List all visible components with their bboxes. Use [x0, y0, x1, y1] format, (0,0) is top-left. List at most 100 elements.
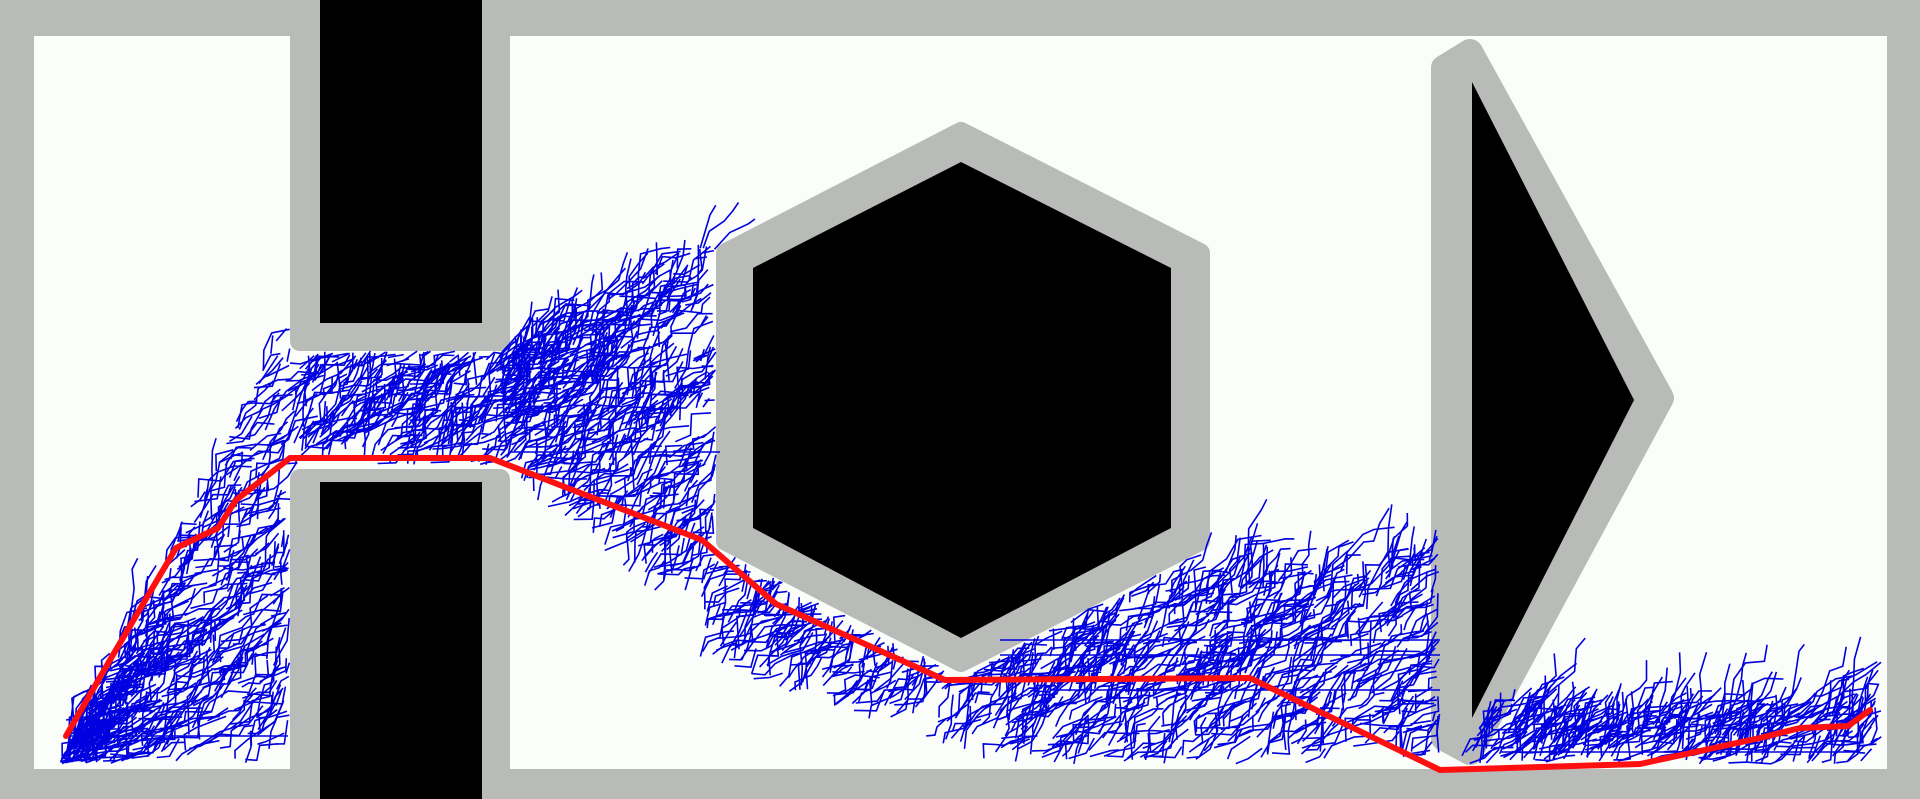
- tree-edge: [1821, 737, 1834, 764]
- tree-edge: [1409, 568, 1436, 601]
- tree-edge: [401, 350, 418, 363]
- tree-edge: [1599, 730, 1624, 745]
- tree-edge: [191, 655, 224, 675]
- tree-edge: [1323, 610, 1357, 651]
- tree-edge: [1203, 613, 1285, 648]
- tree-edge: [1300, 563, 1332, 627]
- tree-edge: [228, 647, 243, 686]
- tree-edge: [550, 412, 589, 428]
- tree-edge: [1299, 664, 1349, 694]
- tree-edge: [1215, 555, 1242, 589]
- tree-edge: [220, 554, 249, 586]
- tree-edge: [653, 462, 700, 511]
- tree-edge: [712, 587, 740, 607]
- tree-edge: [225, 433, 291, 476]
- tree-edge: [219, 524, 277, 560]
- tree-edge: [162, 741, 186, 751]
- tree-edge: [218, 627, 244, 663]
- tree-edge: [258, 388, 281, 413]
- tree-edge: [581, 408, 591, 454]
- tree-edge: [1262, 542, 1265, 589]
- tree-edge: [1010, 653, 1030, 676]
- tree-edge: [545, 402, 553, 437]
- tree-edge: [1236, 657, 1254, 672]
- tree-edge: [504, 373, 529, 402]
- tree-edge: [1292, 649, 1324, 698]
- tree-edge: [241, 519, 281, 551]
- tree-edge: [1247, 608, 1309, 652]
- tree-edge: [674, 412, 712, 443]
- tree-edge: [538, 354, 579, 392]
- tree-edge: [215, 582, 235, 617]
- tree-edge: [160, 696, 206, 730]
- tree-edge: [1403, 630, 1432, 640]
- solution-path: [63, 455, 1873, 773]
- tree-edge: [433, 376, 453, 418]
- tree-edge: [1590, 719, 1624, 749]
- tree-edge: [1398, 683, 1408, 704]
- tree-edge: [525, 403, 544, 436]
- tree-edge: [251, 640, 263, 665]
- tree-edge: [1644, 652, 1682, 722]
- tree-edge: [1383, 696, 1440, 734]
- tree-edge: [123, 625, 165, 716]
- tree-edge: [651, 533, 675, 553]
- tree-edge: [920, 656, 925, 667]
- tree-edge: [1539, 728, 1552, 757]
- tree-edge: [194, 533, 220, 575]
- tree-edge: [1735, 723, 1758, 756]
- tree-edge: [538, 434, 563, 448]
- tree-edge: [1304, 662, 1338, 669]
- tree-edge: [388, 386, 416, 397]
- tree-edge: [413, 373, 437, 398]
- tree-edge: [1776, 692, 1817, 722]
- tree-edge: [1294, 581, 1337, 623]
- tree-edge: [262, 410, 296, 461]
- tree-edge: [1378, 601, 1428, 649]
- tree-edge: [554, 477, 588, 480]
- tree-edge: [1663, 713, 1682, 735]
- tree-edge: [1055, 645, 1091, 677]
- tree-edge: [655, 242, 658, 276]
- tree-edge: [829, 642, 852, 673]
- tree-edge: [1655, 708, 1729, 736]
- tree-edge: [572, 312, 585, 346]
- tree-edge: [160, 670, 211, 753]
- tree-edge: [150, 628, 208, 669]
- tree-edge: [858, 648, 898, 661]
- tree-edge: [1168, 581, 1220, 625]
- tree-edge: [247, 720, 277, 735]
- tree-edge: [215, 475, 241, 526]
- tree-edge: [172, 640, 201, 672]
- tree-edge: [118, 647, 163, 668]
- tree-edge: [1488, 708, 1518, 726]
- tree-edge: [892, 643, 895, 654]
- tree-edge: [734, 648, 757, 669]
- tree-edge: [609, 492, 641, 518]
- tree-edge: [1701, 736, 1729, 762]
- tree-edge: [1401, 724, 1423, 753]
- tree-edge: [1279, 530, 1312, 580]
- tree-edge: [214, 564, 253, 642]
- tree-edge: [676, 364, 714, 386]
- tree-edge: [990, 658, 1001, 671]
- tree-edge: [1816, 723, 1865, 754]
- tree-edge: [1592, 723, 1616, 742]
- tree-edge: [690, 468, 716, 504]
- tree-edge: [1390, 548, 1409, 567]
- tree-edge: [1251, 668, 1262, 710]
- tree-edge: [1099, 611, 1111, 633]
- tree-edge: [439, 363, 455, 385]
- tree-edge: [1542, 705, 1563, 735]
- tree-edge: [104, 682, 120, 716]
- tree-edge: [466, 353, 496, 405]
- tree-edge: [706, 585, 728, 612]
- tree-edge: [1691, 687, 1753, 724]
- tree-edge: [1243, 597, 1257, 628]
- tree-edge: [630, 298, 680, 344]
- tree-edge: [266, 425, 299, 447]
- tree-edge: [119, 716, 138, 725]
- tree-edge: [1120, 618, 1179, 667]
- tree-edge: [322, 373, 348, 398]
- tree-edge: [1409, 620, 1430, 637]
